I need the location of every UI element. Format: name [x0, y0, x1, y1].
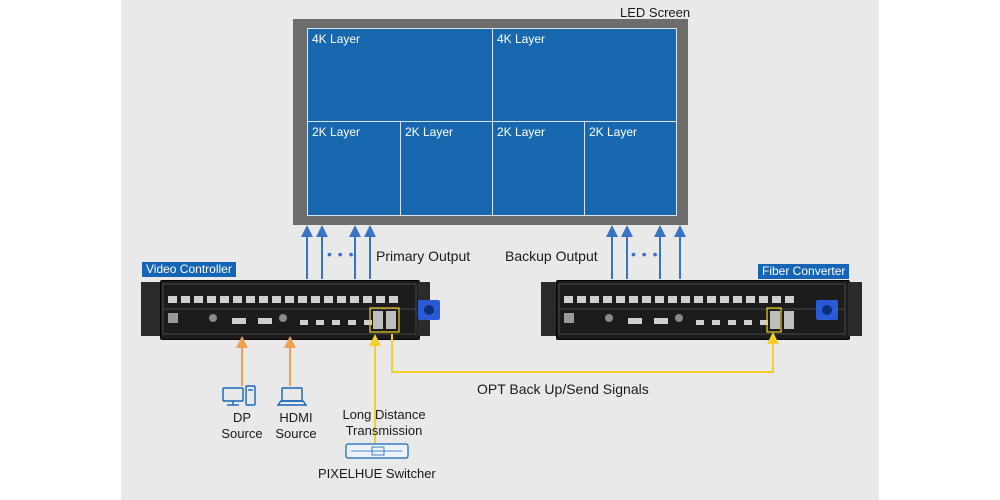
- hdmi-source-label: HDMI Source: [266, 410, 326, 442]
- long-distance-label-line1: Long Distance: [342, 407, 426, 422]
- computer-icon: [222, 385, 256, 406]
- opt-backup-line: [391, 332, 779, 373]
- primary-output-label: Primary Output: [376, 248, 471, 264]
- layer-2k-2: 2K Layer: [400, 121, 493, 216]
- layer-2k-4: 2K Layer: [584, 121, 677, 216]
- dp-source-label: DP Source: [212, 410, 272, 442]
- backup-output-label: Backup Output: [505, 248, 598, 264]
- laptop-icon: [276, 387, 308, 406]
- hdmi-source-label-line2: Source: [275, 426, 317, 441]
- video-controller-panel-ports: [162, 283, 440, 335]
- pixelhue-switcher-device: [345, 443, 409, 459]
- fiber-converter-panel-ports: [558, 283, 846, 335]
- fiber-converter-rack-ear-right: [848, 282, 862, 336]
- dp-source-label-line1: DP: [232, 410, 252, 425]
- dp-source-label-line2: Source: [221, 426, 263, 441]
- video-controller-rack-ear-left: [141, 282, 160, 336]
- primary-output-arrows: [301, 225, 376, 279]
- pixelhue-switcher-label: PIXELHUE Switcher: [318, 466, 436, 481]
- led-screen: 4K Layer 4K Layer 2K Layer 2K Layer 2K L…: [293, 19, 688, 225]
- video-controller-device: [160, 280, 420, 340]
- primary-output-ellipsis: • • •: [327, 246, 355, 262]
- layer-2k-1: 2K Layer: [307, 121, 401, 216]
- led-screen-label: LED Screen: [620, 5, 691, 20]
- backup-output-arrows: [606, 225, 686, 279]
- opt-backup-label: OPT Back Up/Send Signals: [477, 381, 649, 397]
- fiber-converter-tag: Fiber Converter: [758, 264, 850, 279]
- backup-output-ellipsis: • • •: [631, 246, 659, 262]
- layer-2k-3: 2K Layer: [492, 121, 585, 216]
- video-controller-tag: Video Controller: [142, 262, 236, 277]
- hdmi-source-label-line1: HDMI: [279, 410, 313, 425]
- long-distance-label-line2: Transmission: [345, 423, 423, 438]
- long-distance-label: Long Distance Transmission: [324, 407, 444, 439]
- fiber-converter-rack-ear-left: [541, 282, 556, 336]
